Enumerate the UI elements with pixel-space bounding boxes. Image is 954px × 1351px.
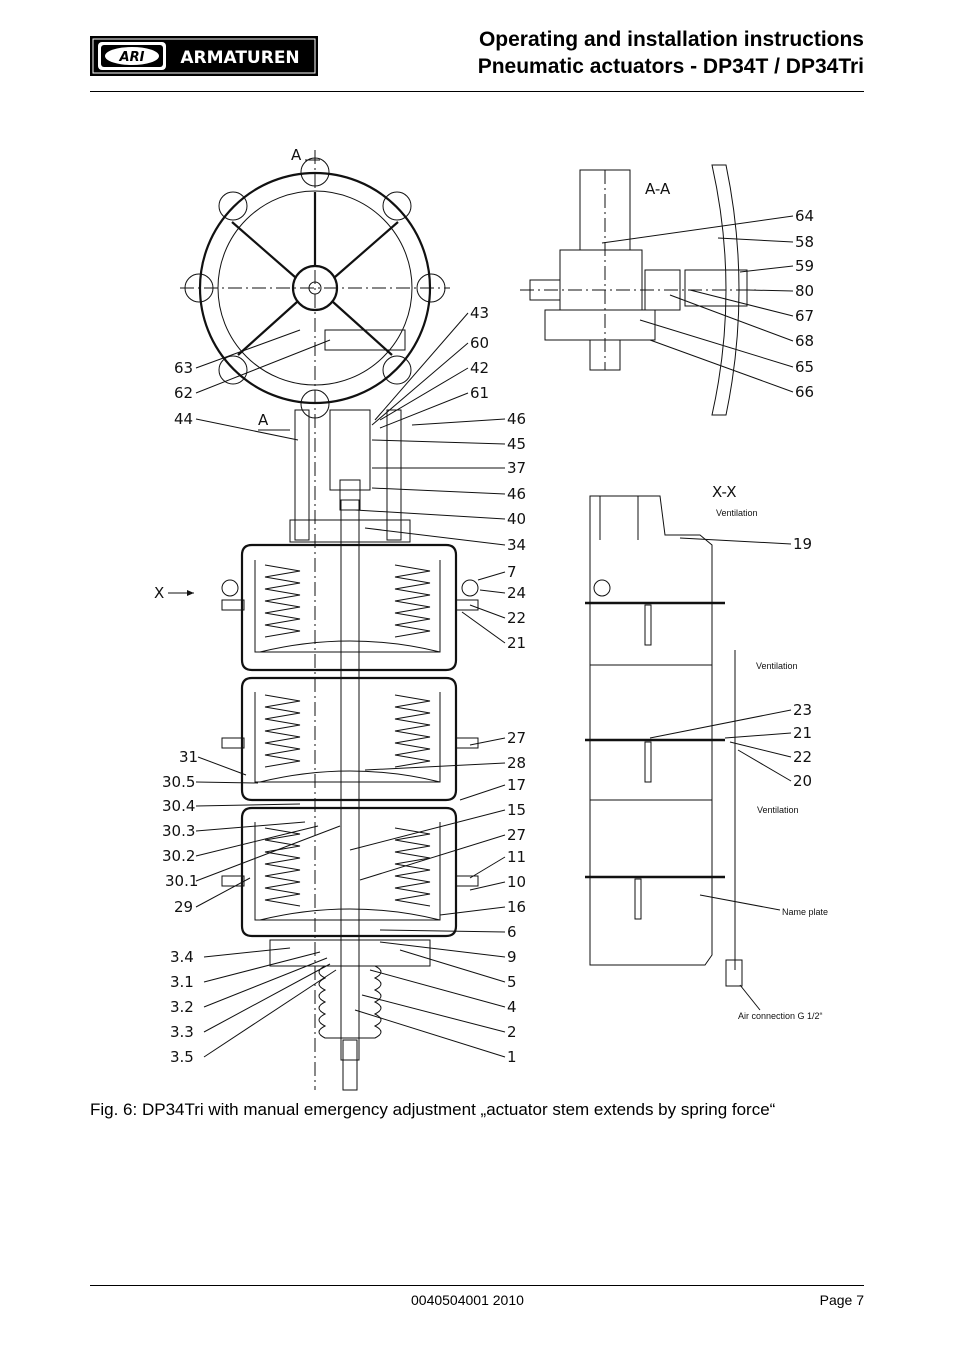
label-37: 37 (507, 459, 526, 477)
label-7: 7 (507, 563, 517, 581)
label-68: 68 (795, 332, 814, 350)
label-59: 59 (795, 257, 814, 275)
label-30-1: 30.1 (165, 872, 198, 890)
ventilation-label-2: Ventilation (756, 661, 798, 671)
section-xx: X-X Ventilation Ventilation Ventilation … (585, 483, 828, 1021)
label-46-b: 46 (507, 485, 526, 503)
view-x-label: X (154, 584, 164, 602)
label-44: 44 (174, 410, 193, 428)
label-46-a: 46 (507, 410, 526, 428)
label-65: 65 (795, 358, 814, 376)
document-title: Operating and installation instructions … (478, 26, 864, 80)
label-3-2: 3.2 (170, 998, 194, 1016)
label-16: 16 (507, 898, 526, 916)
label-10: 10 (507, 873, 526, 891)
ventilation-label-1: Ventilation (716, 508, 758, 518)
title-line-1: Operating and installation instructions (478, 28, 864, 51)
label-28: 28 (507, 754, 526, 772)
lifting-eyes (221, 579, 479, 887)
label-3-5: 3.5 (170, 1048, 194, 1066)
document-number: 0040504001 2010 (411, 1292, 524, 1308)
label-30-2: 30.2 (162, 847, 195, 865)
label-58: 58 (795, 233, 814, 251)
label-6: 6 (507, 923, 517, 941)
label-23: 23 (793, 701, 812, 719)
label-1: 1 (507, 1048, 517, 1066)
figure-caption: Fig. 6: DP34Tri with manual emergency ad… (90, 1100, 776, 1119)
section-aa: A-A 64 58 59 80 67 68 65 66 (520, 164, 814, 416)
actuator-stem (340, 499, 360, 1061)
diaphragm-case-3 (240, 806, 458, 938)
label-20: 20 (793, 772, 812, 790)
label-27-a: 27 (507, 729, 526, 747)
bottom-flange (269, 939, 431, 1091)
footer-divider (90, 1285, 864, 1286)
label-60: 60 (470, 334, 489, 352)
label-24: 24 (507, 584, 526, 602)
diaphragm-case-2 (240, 676, 458, 802)
label-31: 31 (179, 748, 198, 766)
label-3-3: 3.3 (170, 1023, 194, 1041)
label-22-xx: 22 (793, 748, 812, 766)
label-3-1: 3.1 (170, 973, 194, 991)
label-45: 45 (507, 435, 526, 453)
label-22: 22 (507, 609, 526, 627)
section-xx-title: X-X (712, 483, 736, 501)
label-67: 67 (795, 307, 814, 325)
label-66: 66 (795, 383, 814, 401)
label-61: 61 (470, 384, 489, 402)
label-30-3: 30.3 (162, 822, 195, 840)
label-15: 15 (507, 801, 526, 819)
header-divider (90, 91, 864, 92)
label-80: 80 (795, 282, 814, 300)
label-40: 40 (507, 510, 526, 528)
handwheel (180, 150, 450, 1090)
label-27-b: 27 (507, 826, 526, 844)
label-63: 63 (174, 359, 193, 377)
label-30-5: 30.5 (162, 773, 195, 791)
label-34: 34 (507, 536, 526, 554)
air-connection-label: Air connection G 1/2“ (738, 1011, 823, 1021)
label-11: 11 (507, 848, 526, 866)
diaphragm-case-1 (240, 543, 458, 672)
section-mark-a: A A (258, 146, 320, 431)
label-17: 17 (507, 776, 526, 794)
label-2: 2 (507, 1023, 517, 1041)
label-62: 62 (174, 384, 193, 402)
label-5: 5 (507, 973, 517, 991)
label-43: 43 (470, 304, 489, 322)
label-42: 42 (470, 359, 489, 377)
label-29: 29 (174, 898, 193, 916)
label-64: 64 (795, 207, 814, 225)
ventilation-label-3: Ventilation (757, 805, 799, 815)
left-labels: 63 62 44 31 30.5 30.4 30.3 30.2 30.1 29 … (162, 359, 198, 1066)
title-line-2: Pneumatic actuators - DP34T / DP34Tri (477, 55, 864, 78)
page-number: Page 7 (819, 1292, 864, 1308)
name-plate-label: Name plate (782, 907, 828, 917)
svg-text:ARI: ARI (119, 50, 145, 65)
center-right-leader-lines (349, 312, 506, 1058)
label-30-4: 30.4 (162, 797, 195, 815)
yoke (289, 329, 411, 543)
label-21: 21 (507, 634, 526, 652)
svg-text:ARMATUREN: ARMATUREN (180, 48, 299, 68)
label-19: 19 (793, 535, 812, 553)
label-4: 4 (507, 998, 517, 1016)
left-leader-lines (195, 329, 341, 1058)
ari-armaturen-logo: ARI ARMATUREN (90, 36, 318, 76)
label-3-4: 3.4 (170, 948, 194, 966)
section-aa-title: A-A (645, 180, 671, 198)
view-x-arrow: X (154, 584, 194, 602)
center-right-labels: 43 60 42 61 46 45 37 46 40 34 7 24 22 21… (470, 304, 526, 1066)
springs (264, 564, 431, 907)
label-9: 9 (507, 948, 517, 966)
section-a-bottom-label: A (258, 411, 269, 429)
label-21-xx: 21 (793, 724, 812, 742)
section-a-top-label: A (291, 146, 302, 164)
